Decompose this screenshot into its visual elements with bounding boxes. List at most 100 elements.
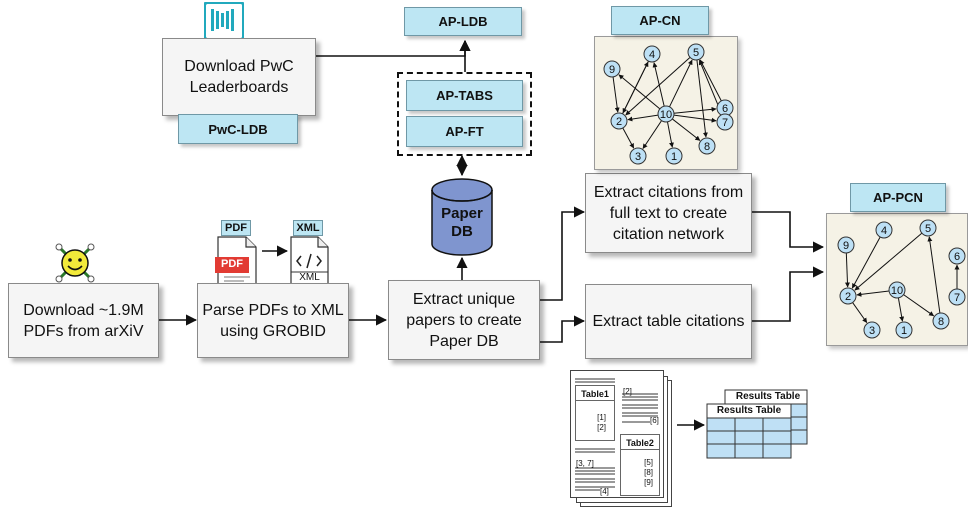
cn-node-label-2: 2 — [616, 116, 622, 128]
parse-pdfs-box: Parse PDFs to XML using GROBID — [197, 283, 349, 358]
dataset-group — [397, 72, 532, 156]
xml-file-icon — [290, 236, 329, 286]
results-tables-icon — [706, 389, 808, 459]
cn-node-label-4: 4 — [649, 49, 655, 61]
pdf-file-icon — [215, 236, 257, 286]
cn-node-8 — [698, 137, 716, 155]
text-cite-b: [6] — [650, 416, 659, 425]
arrow-pwc-to-ldb — [316, 39, 471, 57]
pcn-node-label-7: 7 — [954, 292, 960, 304]
pcn-edge-4-2 — [851, 236, 881, 289]
pcn-node-6 — [948, 247, 966, 265]
cn-edge-10-1 — [667, 121, 674, 148]
pcn-node-4 — [875, 221, 893, 239]
extract-unique-box: Extract unique papers to create Paper DB — [388, 280, 540, 360]
cn-edge-2-4 — [622, 61, 649, 115]
pcn-edge-9-2 — [844, 252, 850, 288]
paper-db-icon — [431, 178, 493, 256]
extract-citations-text: Extract citations from full text to crea… — [593, 183, 744, 243]
cn-edge-10-7 — [673, 114, 717, 123]
extract-unique-text: Extract unique papers to create Paper DB — [406, 290, 522, 350]
pcn-node-label-2: 2 — [845, 291, 851, 303]
ap-cn-tag: AP-CN — [611, 6, 709, 35]
arrow-to-tables — [540, 315, 586, 343]
cn-node-label-10: 10 — [660, 109, 672, 121]
cn-node-label-5: 5 — [693, 47, 699, 59]
cn-edge-10-6 — [673, 106, 717, 114]
table2-cite-2: [8] — [644, 468, 653, 477]
ap-ldb-tag: AP-LDB — [404, 7, 522, 36]
pcn-node-label-9: 9 — [843, 240, 849, 252]
pcn-node-label-10: 10 — [891, 285, 903, 297]
ap-pcn-tag: AP-PCN — [850, 183, 946, 212]
arrow-tables-to-pcn — [752, 266, 825, 322]
pdf-tag-label: PDF — [225, 222, 247, 234]
pcn-edge-2-3 — [852, 302, 868, 324]
download-pwc-box: Download PwC Leaderboards — [162, 38, 316, 116]
cn-node-3 — [629, 147, 647, 165]
pcn-edge-8-5 — [927, 236, 941, 314]
cn-node-label-3: 3 — [635, 151, 641, 163]
cn-node-2 — [610, 112, 628, 130]
table1-cite-2: [2] — [597, 423, 606, 432]
pcn-node-label-4: 4 — [881, 225, 887, 237]
download-arxiv-box: Download ~1.9M PDFs from arXiV — [8, 283, 159, 358]
ap-ft-label: AP-FT — [445, 124, 484, 139]
pcn-node-2 — [839, 287, 857, 305]
download-pwc-text: Download PwC Leaderboards — [184, 58, 294, 96]
pcn-node-9 — [837, 236, 855, 254]
pcn-node-label-1: 1 — [901, 325, 907, 337]
pcn-node-10 — [888, 281, 906, 299]
cn-edge-5-8 — [696, 59, 708, 138]
pcn-node-1 — [895, 321, 913, 339]
pwc-ldb-tag: PwC-LDB — [178, 114, 298, 144]
results-table-back-label: Results Table — [735, 391, 801, 402]
text-cite-d: [4] — [600, 487, 609, 496]
ap-tabs-tag: AP-TABS — [406, 80, 523, 111]
pcn-node-7 — [948, 288, 966, 306]
pcn-edge-10-8 — [903, 294, 935, 317]
parse-pdfs-text: Parse PDFs to XML using GROBID — [202, 301, 344, 340]
text-cite-a: [2] — [623, 387, 632, 396]
pcn-node-8 — [932, 312, 950, 330]
cn-node-label-1: 1 — [671, 151, 677, 163]
pcn-node-label-6: 6 — [954, 251, 960, 263]
cn-edge-2-3 — [622, 127, 635, 149]
pwc-ldb-label: PwC-LDB — [208, 121, 268, 137]
cn-edge-10-5 — [669, 59, 693, 108]
smiley-icon — [55, 243, 95, 283]
table2-cite-1: [5] — [644, 458, 653, 467]
table1-label: Table1 — [576, 388, 614, 401]
cn-edge-10-3 — [642, 120, 662, 149]
cn-node-9 — [603, 60, 621, 78]
cn-edge-9-2 — [612, 76, 620, 113]
pcn-edge-10-1 — [897, 297, 905, 322]
cn-node-7 — [716, 113, 734, 131]
ap-cn-label: AP-CN — [639, 13, 681, 28]
cn-edge-6-5 — [699, 59, 722, 102]
pdf-tag: PDF — [221, 220, 251, 236]
extract-tables-box: Extract table citations — [585, 284, 752, 359]
pcn-node-label-8: 8 — [938, 316, 944, 328]
cn-node-5 — [687, 43, 705, 61]
download-arxiv-text: Download ~1.9M PDFs from arXiV — [23, 301, 144, 340]
cn-node-label-7: 7 — [722, 117, 728, 129]
xml-tag-label: XML — [296, 222, 320, 234]
cn-edge-5-2 — [625, 56, 691, 116]
cn-edge-10-9 — [618, 74, 661, 110]
results-table-front-label: Results Table — [716, 405, 782, 416]
ap-ldb-label: AP-LDB — [438, 14, 488, 29]
ap-pcn-label: AP-PCN — [873, 190, 923, 205]
pcn-node-3 — [863, 321, 881, 339]
cn-node-1 — [665, 147, 683, 165]
pcn-node-5 — [919, 219, 937, 237]
cn-node-label-6: 6 — [722, 103, 728, 115]
table2-label: Table2 — [621, 437, 659, 450]
table1-illustration: Table1 [1] [2] — [575, 385, 615, 441]
arrow-citations-to-pcn — [752, 211, 825, 253]
paper-lines — [575, 378, 658, 491]
